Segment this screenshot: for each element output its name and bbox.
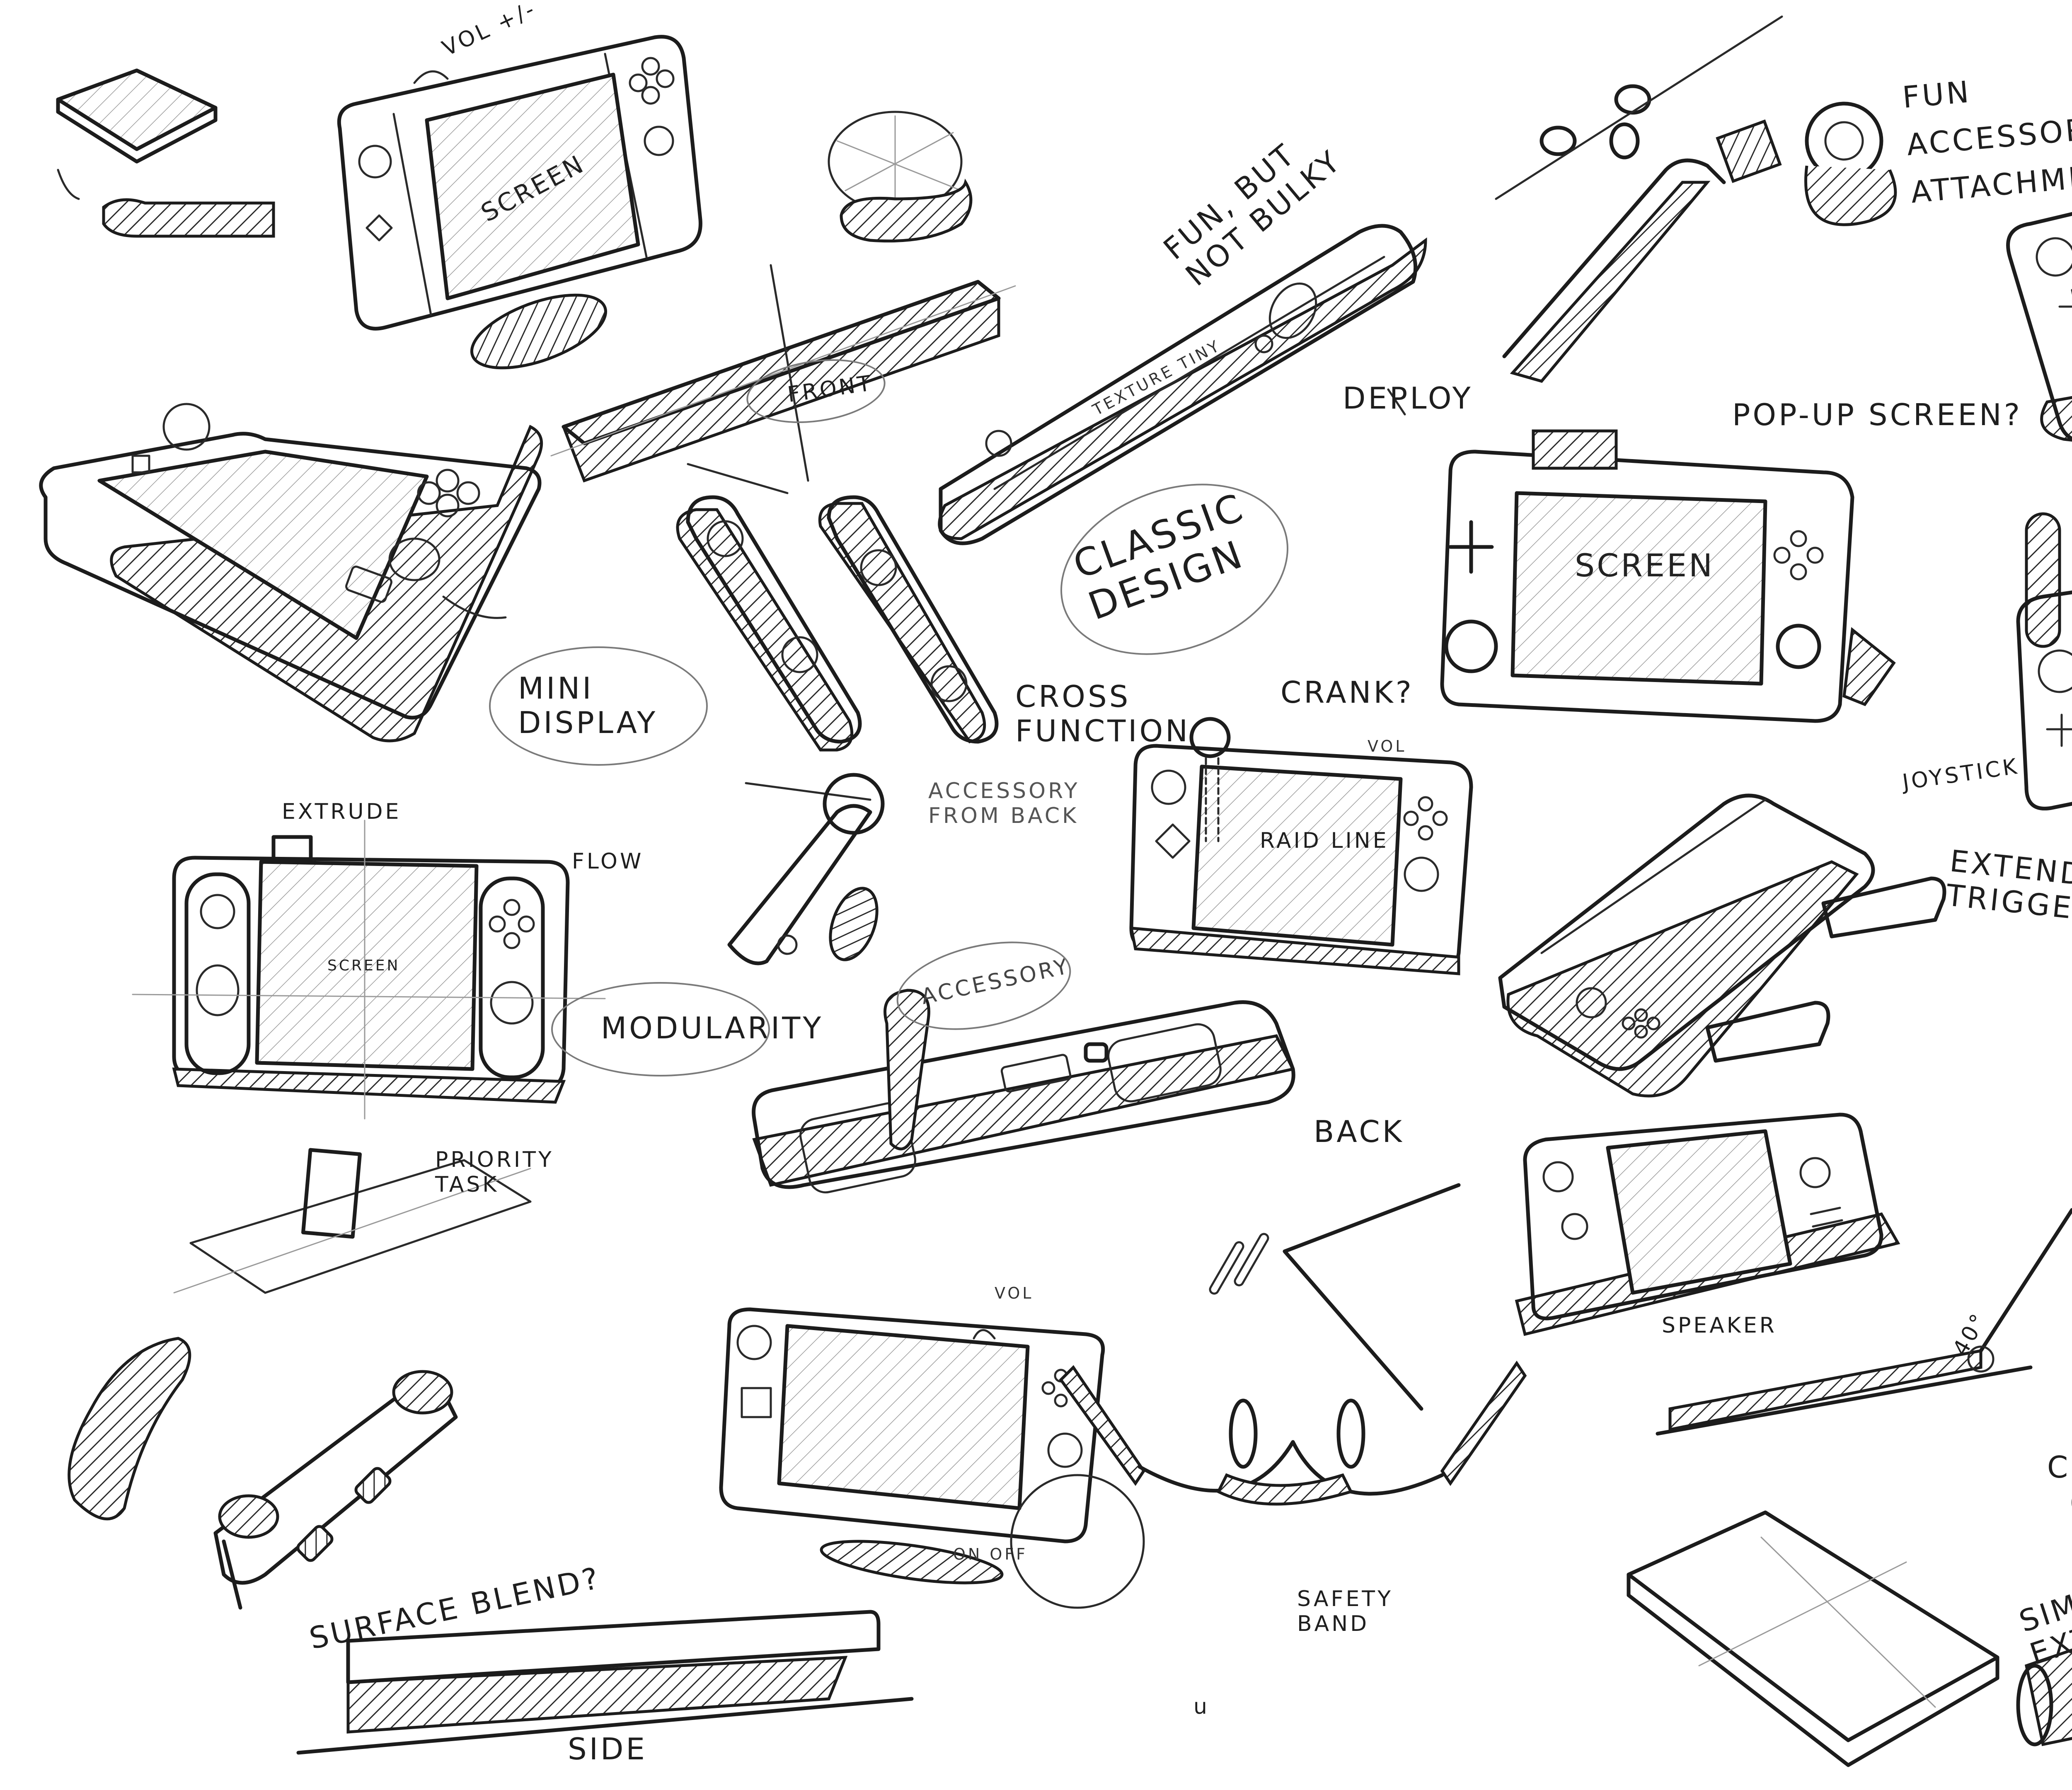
label-priority-task: Priority task <box>435 1147 554 1197</box>
label-vol-bottom: Vol <box>995 1284 1034 1302</box>
sketch-console-mini-display <box>39 403 543 743</box>
sketch-angle-stand <box>1656 1208 2072 1436</box>
label-back: Back <box>1314 1114 1404 1149</box>
sketch-console-back <box>752 989 1295 1194</box>
sketch-console-vol-onoff <box>719 1307 1105 1584</box>
label-stray-mark: u <box>1193 1694 1210 1719</box>
sketch-console-vol-speaker <box>2016 512 2072 810</box>
sketch-console-raid-line <box>1129 717 1473 975</box>
sketch-console-fun-not-bulky <box>938 224 1427 545</box>
label-safety-band: Safety band <box>1297 1587 1393 1636</box>
label-accessory-from-back: Accessory from back <box>928 779 1080 828</box>
label-extrude: Extrude <box>282 799 402 824</box>
label-on-off-bottom: On off <box>953 1545 1028 1563</box>
sketch-simple-extrude-slab <box>1627 1510 1999 1767</box>
label-screen-left-mid: Screen <box>327 957 400 974</box>
sketch-simple-extrude-cylinder <box>2016 1648 2072 1746</box>
sketch-dial-accessory <box>828 111 973 243</box>
sketch-front-bar <box>550 264 1016 483</box>
sketch-priority-task <box>173 1148 532 1294</box>
label-speaker-bottom: Speaker <box>1662 1313 1777 1338</box>
modularity-circle <box>551 982 770 1076</box>
sketch-small-block <box>56 68 275 238</box>
label-vol-mid: Vol <box>1368 737 1407 755</box>
label-deploy: Deploy <box>1343 381 1473 416</box>
sketch-console-xyab <box>2006 212 2072 442</box>
sketch-console-extended-triggers <box>1498 793 1946 1098</box>
sketch-accessory-attachment <box>1495 15 1897 383</box>
label-screen-center: Screen <box>1575 547 1715 584</box>
sketch-console-modularity <box>132 820 606 1120</box>
sketch-side-profile <box>296 1610 914 1755</box>
mini-display-circle <box>489 646 708 766</box>
label-raid-line: Raid line <box>1260 828 1389 853</box>
label-flow: Flow <box>572 849 644 874</box>
sketch-handle-grips <box>68 1337 458 1610</box>
sketch-joycon-pair <box>676 463 999 801</box>
sketch-console-speaker <box>1515 1113 1900 1336</box>
sketch-console-top-left <box>337 35 702 370</box>
label-side: Side <box>568 1732 647 1766</box>
sketch-console-pop-up-screen <box>1440 429 1896 723</box>
sketch-handle-accessory <box>727 773 885 965</box>
label-pop-up-screen: Pop-up screen? <box>1732 397 2022 432</box>
label-customization: Customization (fun) <box>2047 1450 2072 1519</box>
label-crank: Crank? <box>1280 675 1414 710</box>
sketch-safety-band <box>1010 1183 1527 1609</box>
